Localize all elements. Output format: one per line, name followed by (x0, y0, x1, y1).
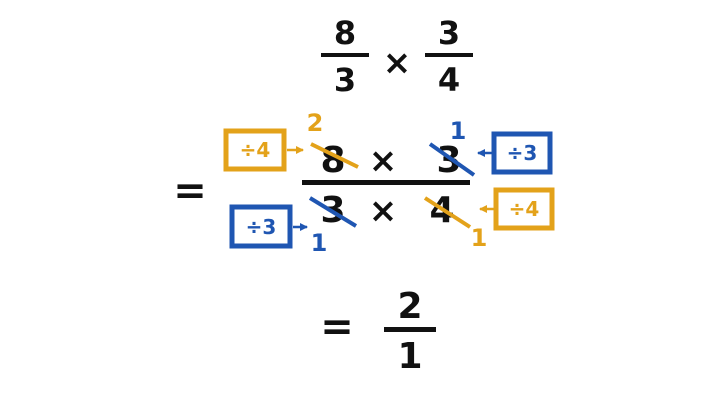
cancel-stroke-numerator-left (310, 142, 359, 169)
divisor-arrows (287, 146, 494, 231)
middle-equals-sign: = (173, 168, 207, 214)
result-denominator-left: 1 (311, 229, 328, 257)
top-expression: 8 3 × 3 4 (321, 14, 473, 99)
cancel-stroke-numerator-right (428, 142, 476, 177)
cancel-stroke-denominator-left (308, 196, 358, 228)
top-fraction-bar-b (425, 53, 473, 57)
result-numerator-left: 2 (307, 109, 324, 137)
result-equals-sign: = (320, 304, 354, 350)
divisor-tag-denominator-left: ÷3 (246, 215, 277, 239)
result-numerator: 2 (397, 286, 422, 327)
middle-expression: = 8 × 3 3 × 4 (173, 140, 470, 231)
divisor-tags: ÷4 ÷3 ÷3 ÷4 (223, 128, 555, 249)
divisor-tag-denominator-right-box (493, 187, 555, 231)
result-fraction-bar (384, 327, 436, 332)
top-denominator-a: 3 (334, 61, 356, 99)
cancel-stroke-denominator-right (423, 196, 472, 229)
result-denominator-right: 1 (471, 224, 488, 252)
top-times-sign: × (383, 43, 412, 83)
top-numerator-b: 3 (438, 14, 460, 52)
middle-fraction-bar (302, 180, 470, 185)
divisor-tag-numerator-left-box (223, 128, 287, 172)
top-numerator-a: 8 (334, 14, 356, 52)
top-denominator-b: 4 (438, 61, 460, 99)
divisor-tag-numerator-right-box (491, 131, 553, 175)
middle-numerator-right: 3 (436, 140, 461, 181)
middle-numerator-times: × (369, 141, 398, 181)
divisor-tag-numerator-left: ÷4 (240, 138, 271, 162)
result-denominator: 1 (397, 336, 422, 377)
divisor-tag-denominator-right: ÷4 (509, 197, 540, 221)
middle-denominator-times: × (369, 191, 398, 231)
result-numerator-right: 1 (450, 117, 467, 145)
top-fraction-bar-a (321, 53, 369, 57)
cancellation-strokes (308, 142, 476, 229)
divisor-tag-numerator-right: ÷3 (507, 141, 538, 165)
result-expression: = 2 1 (320, 286, 436, 377)
cancellation-results: 2 1 1 1 (307, 109, 488, 257)
divisor-tag-denominator-left-box (229, 204, 293, 249)
